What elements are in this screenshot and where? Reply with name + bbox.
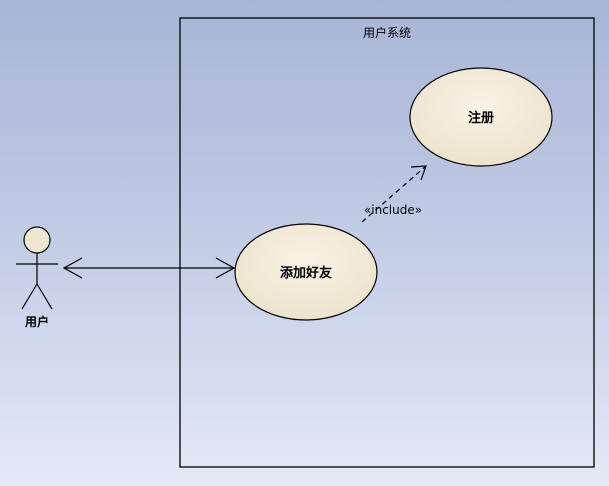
use-case-add-friend-label: 添加好友	[280, 265, 332, 281]
system-boundary-title: 用户系统	[363, 25, 411, 40]
association-arrowhead-left	[62, 257, 83, 279]
actor-stick-figure-icon	[16, 226, 58, 310]
use-case-register-label: 注册	[468, 110, 494, 126]
include-stereotype-label: «include»	[364, 203, 422, 217]
actor-label: 用户	[24, 314, 49, 329]
use-case-add-friend[interactable]: 添加好友	[234, 223, 378, 321]
association-arrowhead-right	[215, 257, 236, 279]
actor[interactable]: 用户	[16, 226, 58, 329]
system-boundary[interactable]: 用户系统	[179, 17, 595, 468]
include-dependency[interactable]: «include»	[361, 165, 427, 223]
include-arrowhead	[410, 165, 427, 181]
association-line[interactable]	[62, 257, 236, 279]
use-case-register[interactable]: 注册	[409, 67, 553, 167]
system-boundary-box	[179, 17, 595, 468]
